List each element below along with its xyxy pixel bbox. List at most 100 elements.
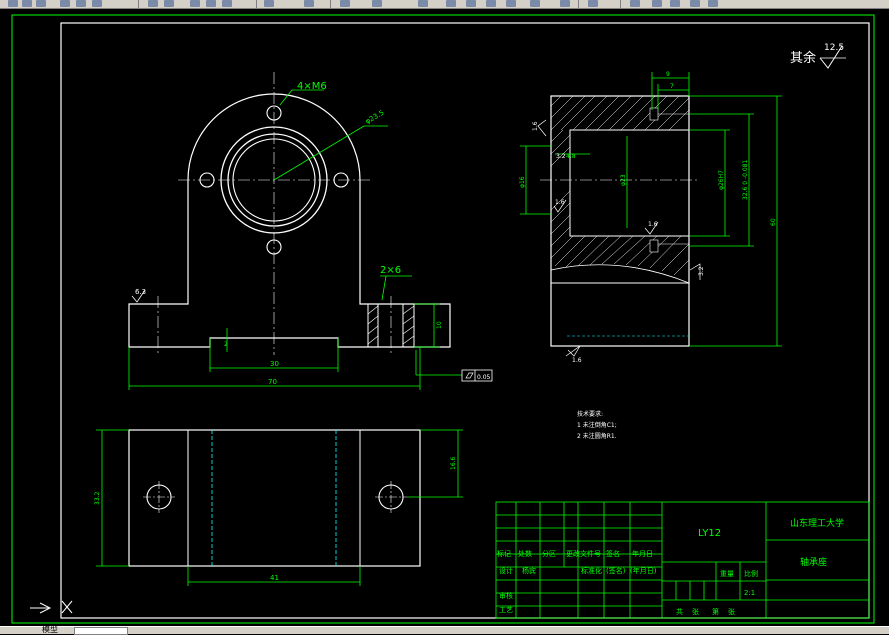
toolbar-button[interactable]	[588, 0, 598, 7]
toolbar-button[interactable]	[76, 0, 86, 7]
tb-sheets-total: 共	[676, 607, 683, 616]
roughness-symbol-icon	[689, 263, 701, 280]
tb-std: 标准化	[581, 566, 602, 575]
outer-border	[11, 14, 875, 624]
toolbar-button[interactable]	[486, 0, 496, 7]
toolbar-button[interactable]	[340, 0, 350, 7]
command-input[interactable]	[74, 627, 128, 635]
toolbar-button[interactable]	[8, 0, 18, 7]
ucs-icon	[30, 600, 73, 614]
toolbar-button[interactable]	[560, 0, 570, 7]
chamfer-label: 2×6	[380, 265, 401, 276]
toolbar-button[interactable]	[206, 0, 216, 7]
dim-bottom: 30	[270, 360, 279, 368]
tech-notes-line1: 1 未注倒角C1;	[577, 421, 617, 429]
dia-label: φ23.5	[364, 109, 386, 126]
dim-width: 70	[268, 378, 277, 386]
toolbar-button[interactable]	[148, 0, 158, 7]
tb-design: 设计	[499, 566, 513, 575]
dim-top1: 9	[666, 71, 670, 78]
toolbar-button[interactable]	[36, 0, 46, 7]
dim-center: φ23	[620, 174, 627, 186]
tb-scale: 比例	[744, 569, 758, 578]
front-dimensions	[128, 89, 462, 390]
toolbar-button[interactable]	[264, 0, 274, 7]
toolbar-button[interactable]	[60, 0, 70, 7]
dim-top-bottom: 41	[270, 574, 279, 582]
toolbar-button[interactable]	[708, 0, 718, 7]
tb-design-name: 杨宾	[522, 566, 536, 575]
tb-header-0: 标记	[497, 549, 511, 558]
roughness-symbol-icon	[553, 199, 567, 213]
surface-value: 12.5	[824, 43, 844, 53]
dim-top-height: 33.2	[94, 491, 101, 505]
surface-note: 其余	[790, 50, 816, 66]
toolbar	[0, 0, 889, 9]
roughness-c: 1.6	[648, 221, 658, 228]
tb-header-1: 处数	[518, 549, 532, 558]
tb-std-sign: (签名)	[606, 566, 626, 575]
toolbar-button[interactable]	[690, 0, 700, 7]
toolbar-button[interactable]	[530, 0, 540, 7]
roughness-a: 3.2	[556, 153, 566, 160]
side-view	[540, 95, 700, 347]
dim-bore: φ26H7	[718, 170, 725, 190]
toolbar-button[interactable]	[22, 0, 32, 7]
toolbar-button[interactable]	[372, 0, 382, 7]
tb-sheet-no: 第	[712, 607, 719, 616]
tech-notes-line2: 2 未注圆角R1.	[577, 432, 617, 440]
toolbar-button[interactable]	[630, 0, 640, 7]
toolbar-button[interactable]	[164, 0, 174, 7]
flatness-icon	[465, 372, 474, 379]
toolbar-button[interactable]	[446, 0, 456, 7]
front-view	[128, 72, 451, 355]
tb-weight: 重量	[720, 570, 734, 578]
title-block	[495, 501, 870, 619]
toolbar-button[interactable]	[652, 0, 662, 7]
dim-height: 60	[770, 218, 777, 226]
dim-small: 2	[224, 341, 228, 348]
dim-right: 10	[436, 321, 443, 329]
dim-chamfer: 4.8	[566, 153, 576, 160]
roughness-d: 3.2	[698, 266, 705, 276]
toolbar-button[interactable]	[190, 0, 200, 7]
model-tab[interactable]: 模型	[42, 625, 58, 634]
flatness-frame	[461, 369, 493, 382]
toolbar-button[interactable]	[418, 0, 428, 7]
top-view	[128, 429, 421, 567]
roughness-symbol-icon	[537, 119, 547, 137]
inner-border	[60, 22, 870, 619]
roughness-symbol-icon	[131, 289, 146, 303]
roughness-b: 1.6	[555, 199, 565, 206]
dim-top-right: 16.6	[450, 456, 457, 470]
toolbar-button[interactable]	[92, 0, 102, 7]
roughness-top: 1.6	[532, 121, 539, 131]
tb-sheets-label: 张	[692, 607, 699, 616]
roughness-symbol-icon	[644, 221, 659, 235]
tb-header-2: 分区	[542, 549, 556, 558]
roughness-bottom: 1.6	[572, 357, 582, 364]
side-dimensions	[520, 72, 782, 347]
tb-header-5: 年月日	[632, 549, 653, 558]
dim-top2: 7	[670, 83, 674, 90]
tb-check: 审核	[499, 591, 513, 600]
tb-scale-value: 2:1	[744, 589, 755, 597]
flatness-value: 0.05	[477, 374, 491, 381]
tech-notes-title: 技术要求:	[577, 410, 603, 418]
roughness-left: 6.3	[135, 288, 146, 296]
tb-sheet-label: 张	[728, 607, 735, 616]
top-dimensions	[96, 429, 463, 586]
tb-process: 工艺	[499, 606, 513, 614]
toolbar-button[interactable]	[222, 0, 232, 7]
holes-label: 4×M6	[297, 81, 327, 92]
toolbar-button[interactable]	[670, 0, 680, 7]
school-name: 山东理工大学	[790, 517, 844, 529]
dim-left-dia: φ16	[519, 176, 526, 188]
tb-header-3: 更改文件号	[566, 549, 601, 558]
tb-std-date: (年月日)	[630, 566, 657, 575]
roughness-symbol-icon	[565, 345, 581, 357]
toolbar-button[interactable]	[304, 0, 314, 7]
toolbar-button[interactable]	[506, 0, 516, 7]
toolbar-button[interactable]	[466, 0, 476, 7]
